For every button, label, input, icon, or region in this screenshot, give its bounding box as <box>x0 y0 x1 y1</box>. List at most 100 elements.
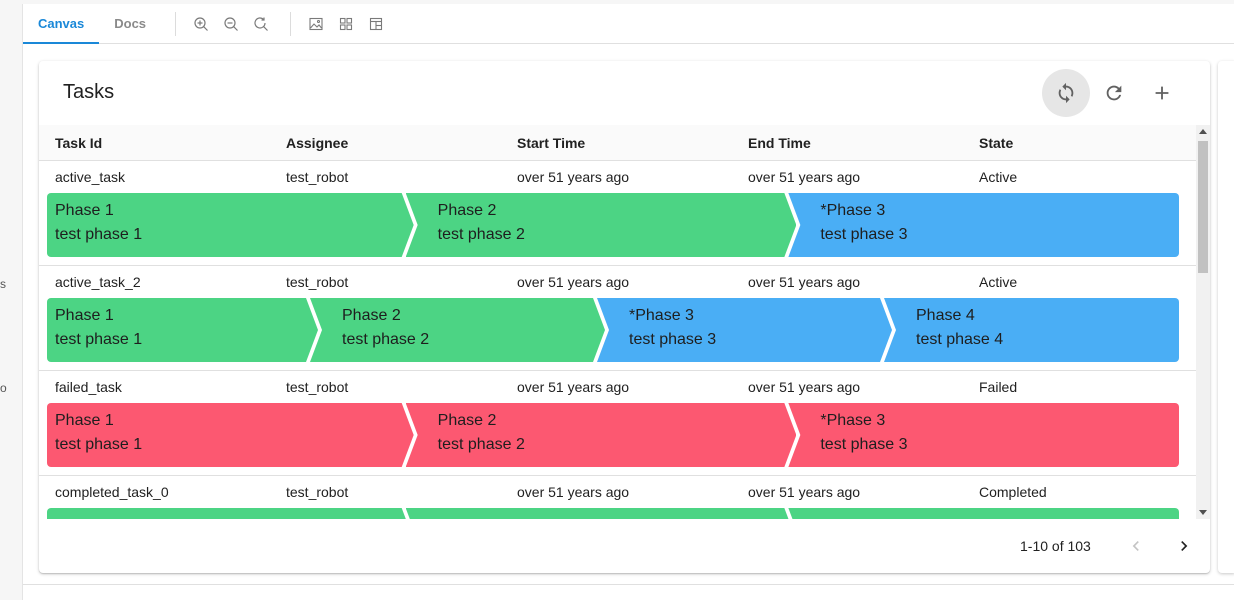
phase-description: test phase 3 <box>629 331 717 348</box>
chevron-right-icon <box>1181 541 1188 551</box>
cell-task-id: completed_task_0 <box>55 484 169 500</box>
toolbar-divider <box>290 11 292 36</box>
tab-canvas[interactable]: Canvas <box>23 4 100 44</box>
cell-assignee: test_robot <box>286 274 349 290</box>
phase-chevron <box>47 508 414 519</box>
phase-name: *Phase 3 <box>820 412 886 429</box>
sync-icon <box>1058 82 1074 104</box>
table-scrollbar[interactable] <box>1196 125 1210 519</box>
add-task-button[interactable] <box>1138 69 1186 117</box>
phase-description: test phase 1 <box>55 331 143 348</box>
add-icon <box>1155 86 1169 100</box>
cell-start-time: over 51 years ago <box>517 484 630 500</box>
cell-state: Completed <box>979 484 1047 500</box>
cell-assignee: test_robot <box>286 484 349 500</box>
phase-description: test phase 4 <box>916 331 1004 348</box>
table-row[interactable]: failed_task test_robot over 51 years ago ov… <box>39 371 1196 476</box>
phase-progress: Phase 1 test phase 1 Phase 2 test phase 2 *P… <box>47 298 1179 362</box>
phase-chevron: *Phase 3 test phase 3 <box>788 403 1180 467</box>
phase-chevron: Phase 2 test phase 2 <box>406 403 797 467</box>
divider <box>23 584 1234 585</box>
phase-progress <box>47 508 1180 519</box>
phase-description: test phase 1 <box>55 226 143 243</box>
toolbar-divider <box>175 11 177 36</box>
phase-name: *Phase 3 <box>820 202 886 219</box>
layout-icon[interactable] <box>361 4 391 43</box>
column-header-state[interactable]: State <box>979 135 1014 151</box>
phase-chevron <box>406 508 797 519</box>
previous-page-button[interactable] <box>1118 528 1154 564</box>
sync-button[interactable] <box>1042 69 1090 117</box>
column-header-task-id[interactable]: Task Id <box>55 135 103 151</box>
phase-progress: Phase 1 test phase 1 Phase 2 test phase 2 *P… <box>47 403 1180 467</box>
phase-chevron: Phase 2 test phase 2 <box>310 298 605 362</box>
table-header: Task Id Assignee Start Time End Time Sta… <box>39 125 1196 161</box>
cell-task-id: active_task_2 <box>55 274 141 290</box>
phase-description: test phase 2 <box>342 331 430 348</box>
cell-start-time: over 51 years ago <box>517 169 630 185</box>
phase-progress: Phase 1 test phase 1 Phase 2 test phase 2 *P… <box>47 193 1180 257</box>
grid-icon[interactable] <box>331 4 361 43</box>
zoom-out-icon[interactable] <box>216 4 246 43</box>
phase-chevron: *Phase 3 test phase 3 <box>788 193 1180 257</box>
phase-name: Phase 2 <box>437 202 497 219</box>
cell-end-time: over 51 years ago <box>748 169 861 185</box>
cell-state: Active <box>979 274 1018 290</box>
phase-chevron: Phase 1 test phase 1 <box>47 193 414 257</box>
cell-end-time: over 51 years ago <box>748 379 861 395</box>
refresh-icon <box>1106 85 1122 101</box>
refresh-button[interactable] <box>1090 69 1138 117</box>
phase-description: test phase 2 <box>437 226 525 243</box>
phase-name: Phase 2 <box>342 307 401 324</box>
top-tab-bar: Canvas Docs <box>23 4 1234 44</box>
cell-end-time: over 51 years ago <box>748 274 861 290</box>
cell-start-time: over 51 years ago <box>517 274 630 290</box>
column-header-start-time[interactable]: Start Time <box>517 135 586 151</box>
phase-chevron: Phase 1 test phase 1 <box>47 298 318 362</box>
cell-end-time: over 51 years ago <box>748 484 861 500</box>
table-row[interactable]: active_task test_robot over 51 years ago ov… <box>39 161 1196 266</box>
column-header-assignee[interactable]: Assignee <box>286 135 349 151</box>
cell-assignee: test_robot <box>286 379 349 395</box>
pagination-range: 1-10 of 103 <box>1020 538 1091 554</box>
left-panel-text: o <box>0 381 7 395</box>
column-header-end-time[interactable]: End Time <box>748 135 811 151</box>
cell-task-id: failed_task <box>55 379 122 395</box>
table-row[interactable]: active_task_2 test_robot over 51 years ago… <box>39 266 1196 371</box>
table-pagination: 1-10 of 103 <box>39 519 1210 573</box>
next-page-button[interactable] <box>1166 528 1202 564</box>
cell-state: Failed <box>979 379 1018 395</box>
phase-chevron <box>788 508 1180 519</box>
cell-task-id: active_task <box>55 169 126 185</box>
phase-name: Phase 1 <box>55 412 114 429</box>
page-title: Tasks <box>63 81 115 103</box>
cell-state: Active <box>979 169 1018 185</box>
zoom-reset-icon[interactable] <box>246 4 276 43</box>
zoom-in-icon[interactable] <box>186 4 216 43</box>
tab-docs[interactable]: Docs <box>114 16 147 31</box>
phase-name: Phase 2 <box>437 412 497 429</box>
phase-description: test phase 3 <box>820 226 908 243</box>
chevron-left-icon <box>1132 541 1139 551</box>
side-panel-edge <box>1218 61 1234 573</box>
cell-assignee: test_robot <box>286 169 349 185</box>
phase-description: test phase 2 <box>437 436 525 453</box>
phase-name: Phase 4 <box>916 307 975 324</box>
phase-chevron: Phase 1 test phase 1 <box>47 403 414 467</box>
left-panel-text: s <box>0 277 6 291</box>
phase-name: Phase 1 <box>55 202 114 219</box>
phase-description: test phase 1 <box>55 436 143 453</box>
phase-name: *Phase 3 <box>629 307 694 324</box>
scrollbar-thumb[interactable] <box>1198 141 1208 273</box>
scroll-down-icon[interactable] <box>1199 510 1207 515</box>
main-area: Canvas Docs Tasks <box>22 4 1234 600</box>
phase-name: Phase 1 <box>55 307 114 324</box>
phase-chevron: Phase 2 test phase 2 <box>406 193 797 257</box>
scroll-up-icon[interactable] <box>1199 129 1207 134</box>
image-icon[interactable] <box>301 4 331 43</box>
table-row[interactable]: completed_task_0 test_robot over 51 years … <box>39 476 1196 519</box>
phase-description: test phase 3 <box>820 436 908 453</box>
phase-chevron: *Phase 3 test phase 3 <box>597 298 892 362</box>
cell-start-time: over 51 years ago <box>517 379 630 395</box>
